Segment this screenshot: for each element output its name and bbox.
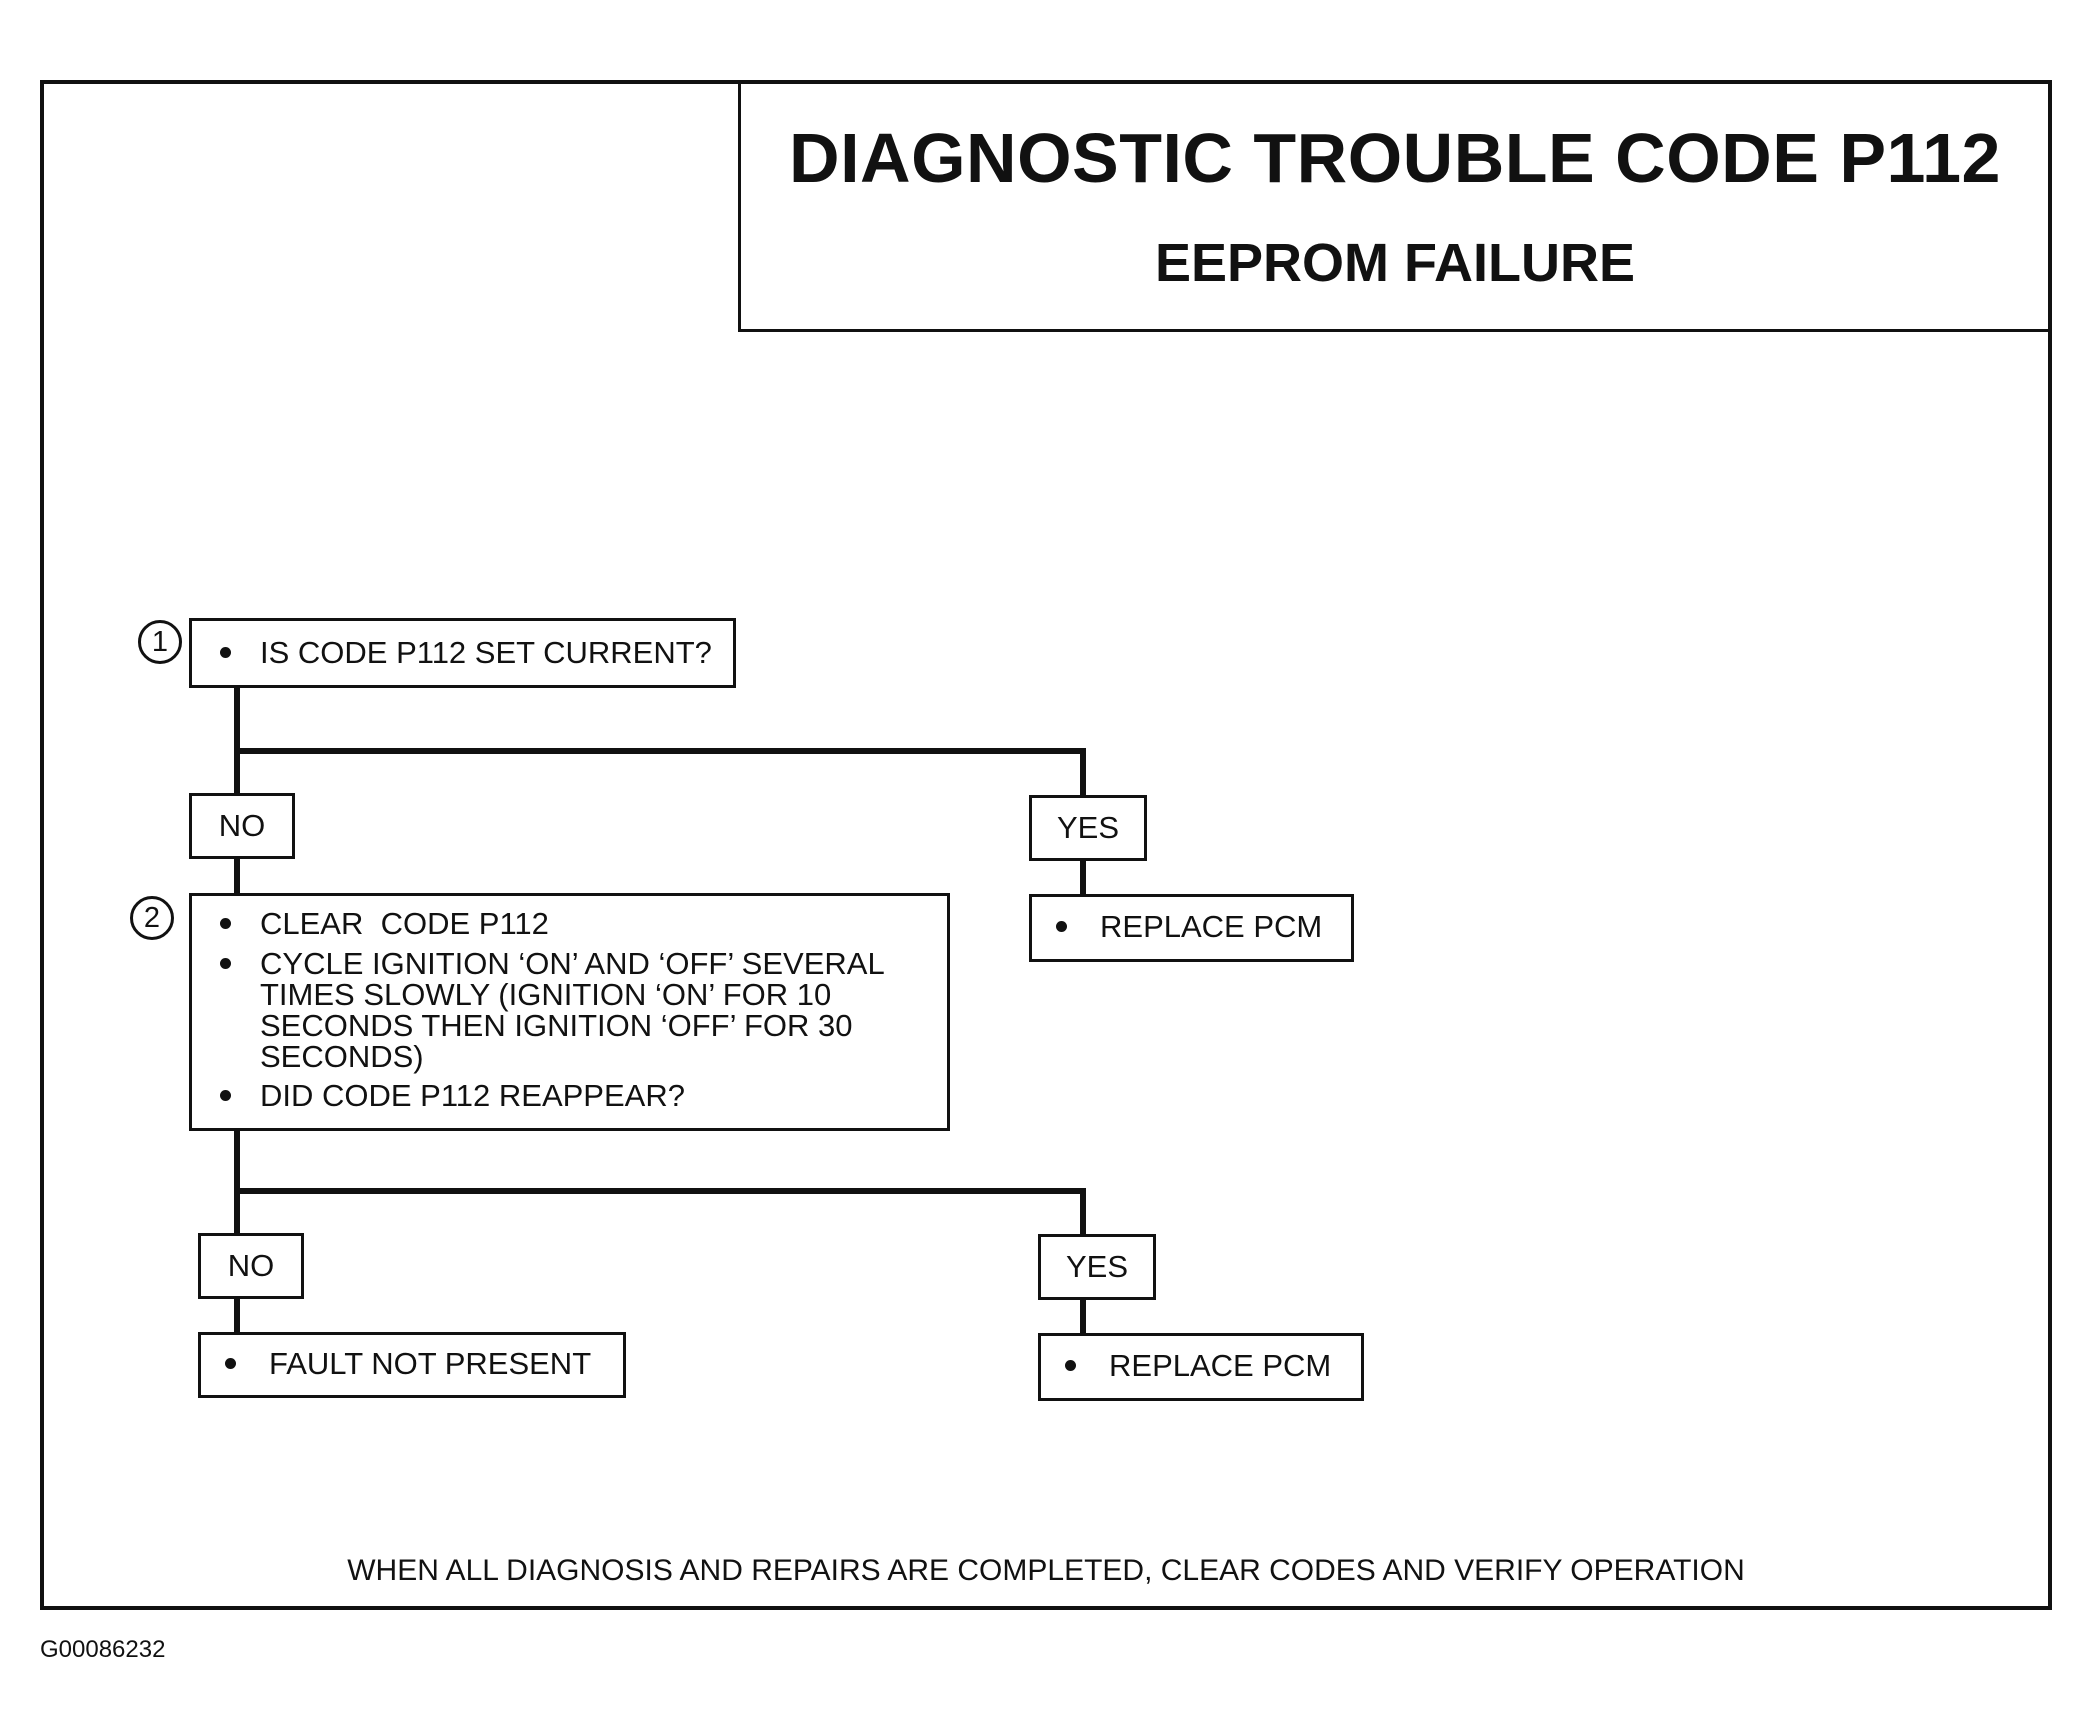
action-text: REPLACE PCM [1109, 1348, 1332, 1383]
bullet-icon [220, 647, 231, 658]
step-2-instruction: CYCLE IGNITION ‘ON’ AND ‘OFF’ SEVERAL TI… [260, 946, 885, 1074]
action-text: FAULT NOT PRESENT [269, 1346, 592, 1381]
connector-branch1-horizontal [234, 748, 1086, 754]
step-1-box: IS CODE P112 SET CURRENT? [189, 618, 736, 688]
title-box [738, 82, 2052, 332]
step-1-question: IS CODE P112 SET CURRENT? [260, 635, 712, 670]
yes-label: YES [1029, 795, 1147, 861]
step-number-badge: 1 [138, 620, 182, 664]
page-title: DIAGNOSTIC TROUBLE CODE P112 [789, 119, 2001, 197]
connector-yes1-to-action [1080, 858, 1086, 896]
no-label: NO [189, 793, 295, 859]
connector-no1-to-step2 [234, 856, 240, 896]
bullet-icon [1056, 921, 1067, 932]
footer-note: WHEN ALL DIAGNOSIS AND REPAIRS ARE COMPL… [347, 1554, 1745, 1587]
yes-label: YES [1038, 1234, 1156, 1300]
connector-yes2-to-action [1080, 1298, 1086, 1336]
connector-step2-down [234, 1128, 240, 1236]
connector-branch2-horizontal [234, 1188, 1086, 1194]
connector-branch1-yes-down [1080, 748, 1086, 796]
bullet-icon [220, 1090, 231, 1101]
action-text: REPLACE PCM [1100, 909, 1323, 944]
connector-step1-down [234, 686, 240, 794]
connector-branch2-yes-down [1080, 1188, 1086, 1236]
connector-no2-to-action [234, 1296, 240, 1334]
no-label: NO [198, 1233, 304, 1299]
bullet-icon [220, 918, 231, 929]
step-2-box: CLEAR CODE P112 CYCLE IGNITION ‘ON’ AND … [189, 893, 950, 1131]
step-2-instruction: CLEAR CODE P112 [260, 906, 549, 941]
page-subtitle: EEPROM FAILURE [1154, 233, 1636, 293]
replace-pcm-box-1: REPLACE PCM [1029, 894, 1354, 962]
step-number-badge: 2 [130, 896, 174, 940]
bullet-icon [225, 1358, 236, 1369]
diagram-frame [40, 80, 2052, 1610]
fault-not-present-box: FAULT NOT PRESENT [198, 1332, 626, 1398]
replace-pcm-box-2: REPLACE PCM [1038, 1333, 1364, 1401]
figure-id: G00086232 [40, 1636, 166, 1663]
bullet-icon [220, 958, 231, 969]
step-2-question: DID CODE P112 REAPPEAR? [260, 1078, 685, 1113]
bullet-icon [1065, 1360, 1076, 1371]
